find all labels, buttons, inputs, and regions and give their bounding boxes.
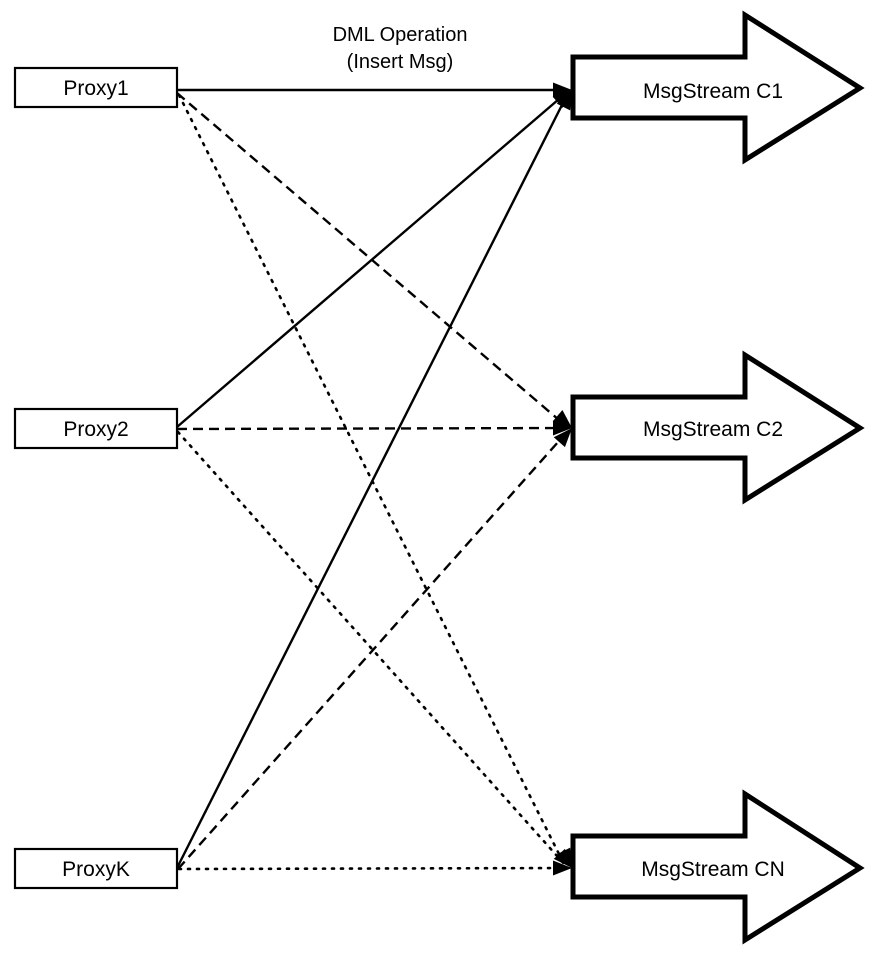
streams-layer: MsgStream C1 MsgStream C2 MsgStream CN <box>570 10 865 945</box>
proxy2-label: Proxy2 <box>63 418 128 441</box>
stream-cn-label: MsgStream CN <box>641 858 785 881</box>
arrowhead-head-c1-from-proxyK <box>556 90 572 111</box>
stream-c1-label: MsgStream C1 <box>643 80 783 103</box>
stream-c1-shape <box>570 10 865 165</box>
edge-proxy2-to-cn <box>176 430 568 868</box>
stream-c1[interactable]: MsgStream C1 <box>570 10 865 165</box>
annotation-line-2: (Insert Msg) <box>347 51 454 73</box>
proxyK-box <box>13 847 179 890</box>
stream-c2-label: MsgStream C2 <box>643 418 783 441</box>
edge-annotation: DML Operation (Insert Msg) <box>333 24 468 73</box>
edge-proxyK-to-cn <box>177 866 569 871</box>
arrowheads-layer <box>552 82 572 876</box>
proxy-node-proxyK[interactable]: ProxyK <box>13 847 179 890</box>
edge-proxy2-to-c1 <box>176 92 567 428</box>
arrowhead-head-cn-from-proxyK <box>553 860 572 876</box>
arrowhead-head-c2-from-proxy2 <box>553 420 572 436</box>
arrowhead-head-cn-from-proxy2 <box>553 848 572 868</box>
proxy-node-proxy2[interactable]: Proxy2 <box>13 407 179 450</box>
proxy1-box <box>13 66 179 109</box>
proxy1-label: Proxy1 <box>63 77 128 100</box>
stream-cn[interactable]: MsgStream CN <box>570 789 865 945</box>
proxy-node-proxy1[interactable]: Proxy1 <box>13 66 179 109</box>
stream-c2[interactable]: MsgStream C2 <box>570 350 865 505</box>
annotation-line-1: DML Operation <box>333 24 468 46</box>
edge-proxy2-to-c2 <box>176 426 568 431</box>
edge-proxyK-to-c1 <box>175 94 569 869</box>
edge-proxyK-to-c2 <box>177 431 568 870</box>
proxy2-box <box>13 407 179 450</box>
edges-layer <box>175 88 569 871</box>
proxyK-label: ProxyK <box>62 858 130 881</box>
arrowhead-head-c2-from-proxyK <box>553 428 572 448</box>
stream-c2-shape <box>570 350 865 505</box>
arrowhead-head-c1-from-proxy1 <box>553 82 572 98</box>
arrowhead-head-c2-from-proxy1 <box>552 409 572 428</box>
stream-cn-shape <box>570 789 865 945</box>
